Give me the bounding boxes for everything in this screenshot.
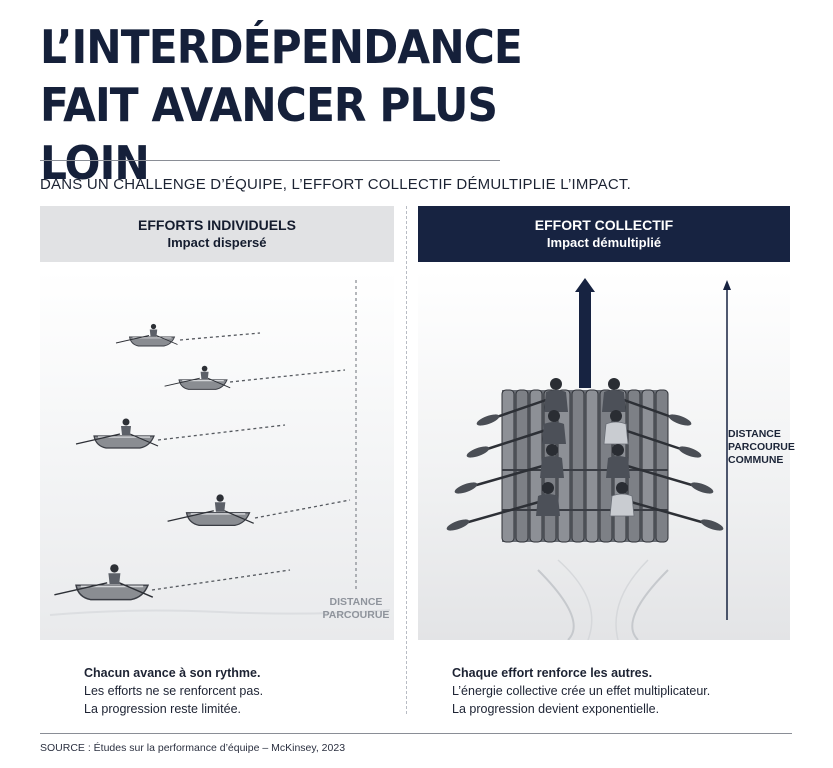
left-caption-line-1: Les efforts ne se renforcent pas. [84, 684, 264, 698]
left-panel-header: EFFORTS INDIVIDUELS Impact dispersé [40, 206, 394, 262]
left-heading: EFFORTS INDIVIDUELS [138, 217, 296, 233]
right-heading: EFFORT COLLECTIF [534, 217, 674, 233]
panel-divider [406, 206, 407, 714]
individual-boats-illustration [40, 270, 394, 640]
right-subheading: Impact démultiplié [546, 235, 662, 250]
right-caption-line-1: L’énergie collective crée un effet multi… [452, 684, 711, 698]
footer-rule [40, 733, 792, 734]
left-caption: Chacun avance à son rythme. Les efforts … [84, 664, 263, 718]
right-panel-header: EFFORT COLLECTIF Impact démultiplié [418, 206, 790, 262]
left-caption-line-2: La progression reste limitée. [84, 702, 242, 716]
page-subtitle: DANS UN CHALLENGE D’ÉQUIPE, L’EFFORT COL… [40, 176, 631, 193]
source-note: SOURCE : Études sur la performance d’équ… [40, 742, 346, 754]
left-subheading: Impact dispersé [167, 235, 267, 250]
right-caption: Chaque effort renforce les autres. L’éne… [452, 664, 710, 718]
title-line-2: FAIT AVANCER PLUS LOIN [40, 78, 498, 190]
left-caption-title: Chacun avance à son rythme. [84, 666, 261, 680]
title-line-1: L’INTERDÉPENDANCE [40, 20, 523, 74]
title-rule [40, 160, 500, 161]
right-caption-line-2: La progression devient exponentielle. [452, 702, 660, 716]
right-distance-label: DISTANCE PARCOURUE COMMUNE [728, 428, 795, 466]
right-caption-title: Chaque effort renforce les autres. [452, 666, 653, 680]
page-title: L’INTERDÉPENDANCE FAIT AVANCER PLUS LOIN [40, 18, 592, 192]
left-distance-label: DISTANCE PARCOURUE [322, 596, 390, 621]
collective-raft-illustration [418, 270, 790, 640]
